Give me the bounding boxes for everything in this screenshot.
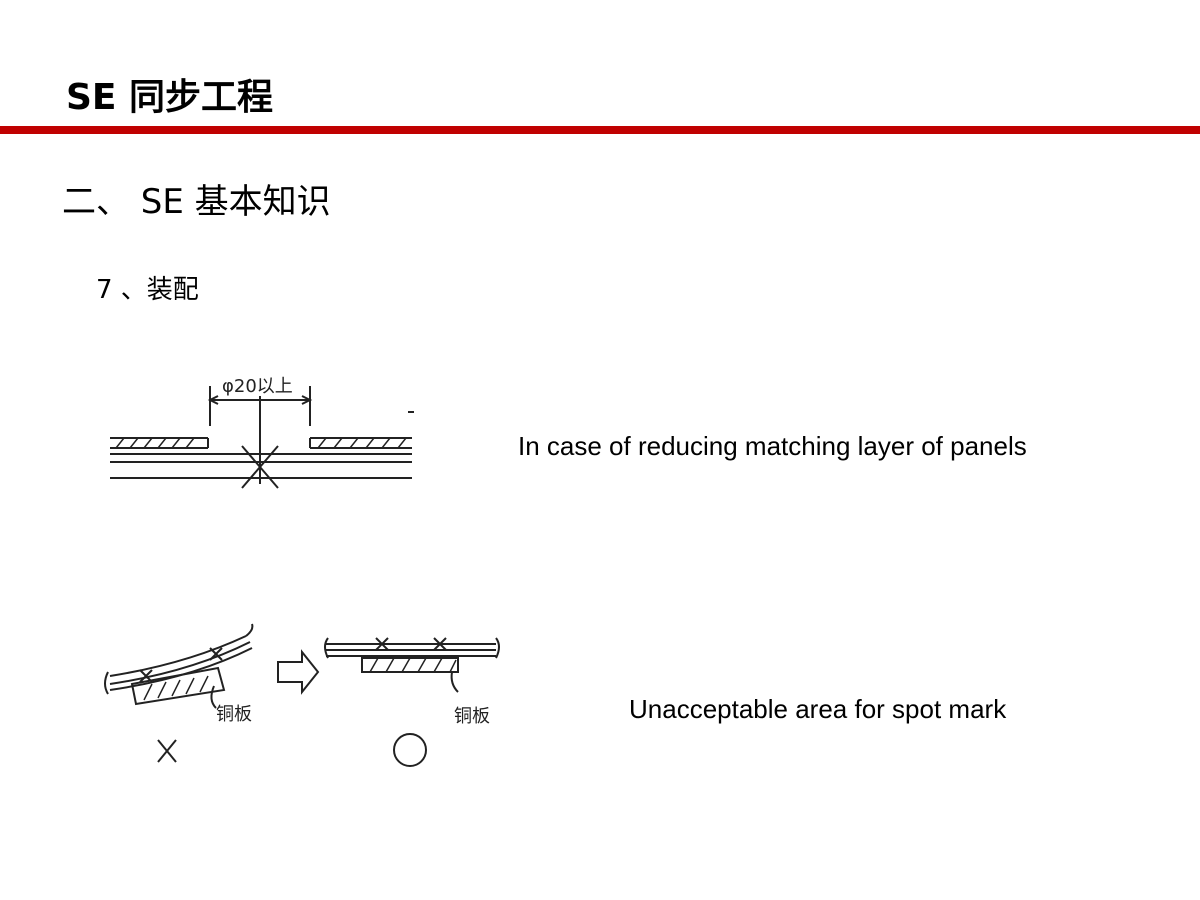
figure-caption-2: Unacceptable area for spot mark [629,694,1007,724]
header-divider [0,126,1200,134]
section-heading: 二、 SE 基本知识 [62,182,331,222]
copper-plate-label-right: 铜板 [454,706,490,727]
sub-heading: 7 、装配 [96,275,199,305]
spot-mark-sketch: 铜板 铜板 [104,623,500,767]
panel-layer-sketch: φ20以上 [110,376,414,489]
page-title: SE 同步工程 [66,77,274,118]
copper-plate-label-left: 铜板 [216,704,252,725]
dimension-label: φ20以上 [222,376,293,397]
figure-caption-1: In case of reducing matching layer of pa… [518,431,1027,461]
